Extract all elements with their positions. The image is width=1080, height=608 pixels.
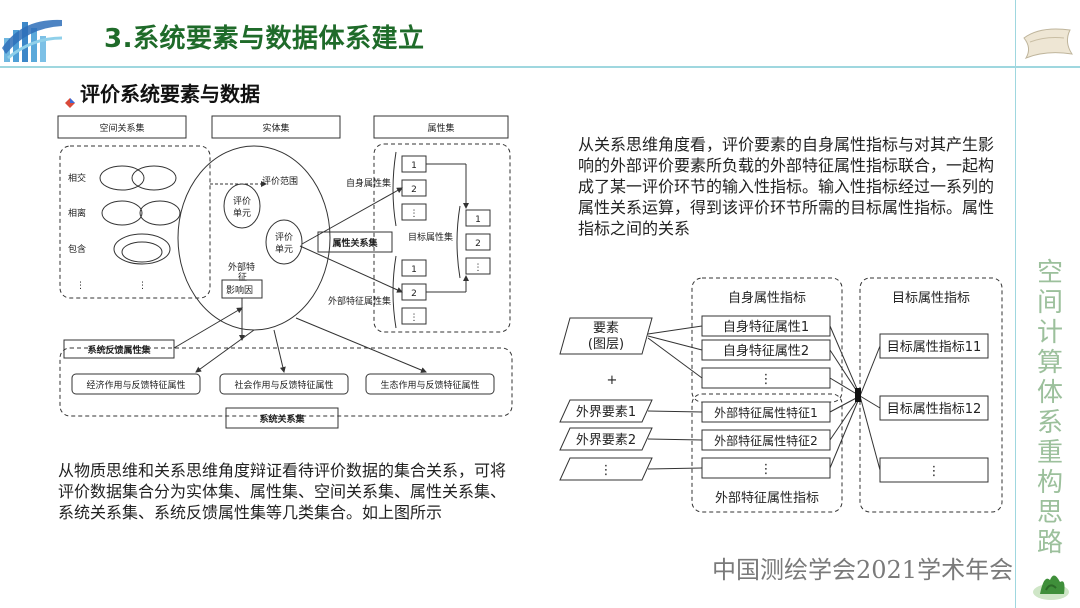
attribute-index-diagram: 自身属性指标 目标属性指标 要素 (图层) + 自身特征属性1 自身特征属性2 … [559,277,1003,513]
element-layer-shape [559,317,653,355]
dots-label: ⋮ [76,281,85,291]
attribute-area [373,143,511,333]
target11-label: 目标属性指标11 [887,340,982,355]
eval-unit-label-b: 单元 [233,207,251,219]
self-attr-index-label: 自身属性指标 [728,290,806,306]
box-num: 2 [411,185,417,195]
right-divider [1015,0,1016,608]
section-subtitle-text: 评价系统要素与数据 [80,82,260,106]
box-num: 1 [475,215,481,225]
data-set-diagram: 空间关系集 实体集 属性集 相交 相离 包含 ⋮ ⋮ 评价范围 评价 单元 评价… [57,115,513,429]
social-label: 社会作用与反馈特征属性 [234,379,333,391]
box-num: ⋮ [410,313,419,323]
separate-label: 相离 [68,207,86,219]
attribute-set-box [373,115,509,139]
ext-feat-index-label: 外部特征属性指标 [715,491,819,506]
system-area [59,347,513,417]
entity-set-box [211,115,341,139]
self-feat1-label: 自身特征属性1 [723,319,809,335]
box-num: ⋮ [474,263,483,273]
bullet-icon [64,90,76,108]
material-thinking-paragraph: 从物质思维和关系思维角度辩证看待评价数据的集合关系，可将评价数据集合分为实体集、… [58,461,507,522]
target-attr-set-label: 目标属性集 [408,231,453,243]
vertical-side-title: 空间计算体系重构思路 [1036,258,1063,558]
self-attr-set-label: 自身属性集 [346,177,391,189]
dots-label: ⋮ [600,463,613,478]
page-title: 3.系统要素与数据体系建立 [104,24,425,54]
economic-label: 经济作用与反馈特征属性 [86,379,185,391]
eval-unit-label-c: 评价 [275,232,293,243]
target-attr-index-label: 目标属性指标 [892,291,970,306]
element-label-a: 要素 [593,321,619,336]
ext-elem2-label: 外界要素2 [576,433,636,448]
entity-set-label: 实体集 [262,122,289,134]
system-relation-label: 系统关系集 [259,413,305,425]
external-factor-label-a: 外部特 [228,261,255,273]
box-num: 2 [411,289,417,299]
header-divider [0,66,1080,68]
ext-feat-index-area [691,393,843,513]
target12-label: 目标属性指标12 [887,402,982,417]
dots-label: ⋮ [760,462,773,477]
relation-thinking-paragraph: 从关系思维角度看，评价要素的自身属性指标与对其产生影响的外部评价要素所负载的外部… [578,135,995,238]
self-feat2-label: 自身特征属性2 [723,343,809,359]
box-num: 1 [411,265,417,275]
contain-label: 包含 [68,243,86,255]
external-factor-label-c: 影响因 [226,284,253,296]
ecological-label: 生态作用与反馈特征属性 [380,379,479,391]
system-feedback-label: 系统反馈属性集 [87,344,151,356]
box-num: 1 [411,161,417,171]
attribute-set-label: 属性集 [427,122,454,134]
eval-unit-label-d: 单元 [275,243,293,255]
box-num: ⋮ [410,209,419,219]
box-num: 2 [475,239,481,249]
eval-scope-label: 评价范围 [262,175,298,187]
external-feature-attr-label: 外部特征属性集 [328,295,391,307]
ext-feat1-label: 外部特征属性特征1 [714,405,818,420]
system-feedback-box [63,339,175,359]
intersect-label: 相交 [68,172,86,184]
logo-icon [2,8,64,64]
spatial-relation-area [59,145,211,299]
scroll-decoration-icon [1020,20,1076,66]
plant-logo-icon [1030,566,1072,602]
eval-unit-ellipse-b [265,219,303,265]
eval-scope-ellipse [177,145,331,331]
system-relation-box [225,407,339,429]
external-factor-label-b: 征 [238,272,247,283]
ext-elem1-label: 外界要素1 [576,405,636,420]
dots-label: ⋮ [928,464,941,479]
element-label-b: (图层) [588,337,624,352]
spatial-set-label: 空间关系集 [99,122,144,134]
spatial-set-box [57,115,187,139]
dots-label: ⋮ [760,372,773,387]
attr-relation-label: 属性关系集 [331,237,378,249]
plus-label: + [607,373,618,388]
dots-label: ⋮ [138,281,147,291]
ext-feat2-label: 外部特征属性特征2 [714,433,818,448]
section-subtitle: 评价系统要素与数据 [64,78,260,108]
eval-unit-label-a: 评价 [233,196,251,207]
conference-footer: 中国测绘学会2021学术年会 [712,556,1014,584]
attr-relation-box [317,231,393,253]
